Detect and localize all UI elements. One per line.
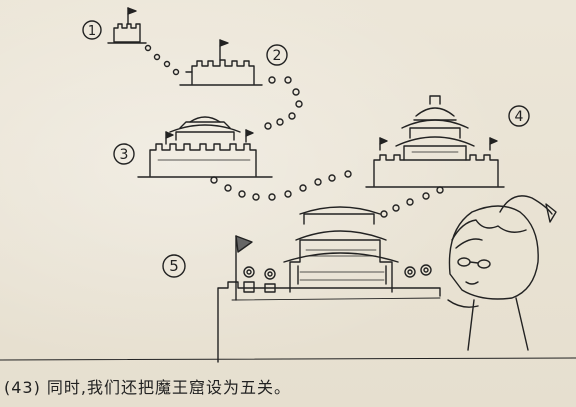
castle-stage-4 (365, 95, 505, 188)
boy-character (447, 195, 557, 351)
stage-number-2: 2 (266, 44, 288, 66)
path-dots-3-4 (210, 170, 352, 201)
svg-text:4: 4 (515, 109, 524, 125)
castle-stage-1 (107, 7, 147, 44)
stage-number-1: 1 (82, 20, 102, 40)
svg-text:2: 2 (273, 48, 282, 64)
path-dots-2-3 (264, 76, 303, 130)
caption-text: (43) 同时,我们还把魔王窟设为五关。 (4, 378, 292, 397)
svg-text:5: 5 (169, 257, 179, 275)
castle-stage-5 (217, 206, 441, 363)
svg-text:1: 1 (88, 24, 96, 39)
castle-stage-3 (137, 116, 273, 178)
stage-number-3: 3 (113, 143, 135, 165)
castle-stage-2 (179, 39, 263, 86)
ground-line (0, 357, 576, 361)
stage-number-5: 5 (162, 254, 186, 278)
svg-text:3: 3 (120, 147, 129, 163)
stage-number-4: 4 (508, 105, 530, 127)
path-dots-4-5 (380, 186, 444, 218)
path-dots-1-2 (144, 44, 180, 76)
